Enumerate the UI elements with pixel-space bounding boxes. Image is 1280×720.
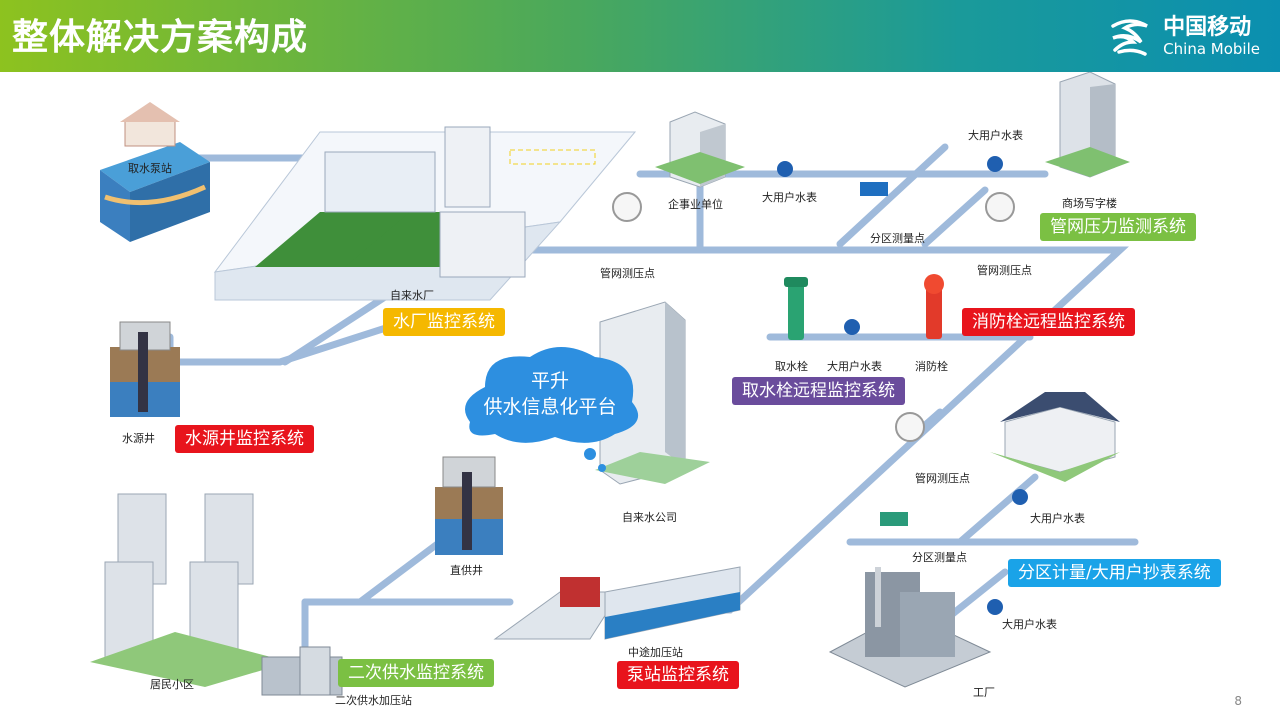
cloud-line1: 平升 — [530, 370, 569, 392]
enterprise-building — [655, 111, 745, 188]
label-meter-d: 大用户水表 — [1030, 512, 1085, 525]
label-source-well: 水源井 — [122, 432, 155, 445]
label-enterprise: 企事业单位 — [668, 198, 723, 211]
brand-name-en: China Mobile — [1163, 40, 1260, 58]
pipe-network — [90, 72, 1139, 696]
label-secondary-station: 二次供水加压站 — [335, 694, 412, 707]
system-zone-metering: 分区计量/大用户抄表系统 — [1008, 559, 1221, 587]
header-bar: 整体解决方案构成 中国移动 China Mobile — [0, 0, 1280, 72]
page-title: 整体解决方案构成 — [12, 17, 309, 58]
label-zone-point-b: 分区测量点 — [912, 551, 967, 564]
label-meter-c: 大用户水表 — [827, 360, 882, 373]
label-pressure-a: 管网测压点 — [600, 267, 655, 280]
system-water-plant: 水厂监控系统 — [383, 308, 505, 336]
water-plant-illustration — [213, 126, 637, 301]
label-meter-b: 大用户水表 — [968, 129, 1023, 142]
label-water-company: 自来水公司 — [622, 511, 677, 524]
platform-cloud — [465, 347, 639, 472]
hydrant-illustrations — [784, 274, 944, 340]
label-residential: 居民小区 — [150, 678, 194, 691]
page-number: 8 — [1234, 694, 1242, 708]
diagram-stage: 取水泵站 自来水厂 水源井 企事业单位 大用户水表 分区测量点 管网测压点 大用… — [0, 72, 1280, 720]
source-well-illustration — [110, 321, 180, 417]
intake-station-illustration — [100, 102, 210, 242]
label-pressure-c: 管网测压点 — [915, 472, 970, 485]
label-hydrant-take: 取水栓 — [775, 360, 808, 373]
label-factory: 工厂 — [973, 686, 995, 699]
system-fire-hydrant: 消防栓远程监控系统 — [962, 308, 1135, 336]
label-zone-point-a: 分区测量点 — [870, 232, 925, 245]
label-office: 商场写字楼 — [1062, 197, 1117, 210]
residential-buildings — [90, 493, 290, 687]
label-pressure-b: 管网测压点 — [977, 264, 1032, 277]
label-fire-hydrant: 消防栓 — [915, 360, 948, 373]
direct-well-illustration — [435, 456, 503, 555]
china-mobile-logo-icon — [1111, 19, 1149, 56]
meters-and-gauges — [612, 156, 1028, 615]
system-pump-station: 泵站监控系统 — [617, 661, 739, 689]
label-meter-a: 大用户水表 — [762, 191, 817, 204]
system-source-well: 水源井监控系统 — [175, 425, 314, 453]
secondary-station-illustration — [261, 646, 343, 696]
booster-station-illustration — [493, 566, 741, 640]
system-secondary-supply: 二次供水监控系统 — [338, 659, 494, 687]
manor-building — [990, 392, 1120, 482]
brand: 中国移动 China Mobile — [1105, 12, 1260, 62]
water-company-building — [595, 301, 710, 485]
cloud-line2: 供水信息化平台 — [483, 396, 617, 418]
system-pipe-pressure: 管网压力监测系统 — [1040, 213, 1196, 241]
system-take-hydrant: 取水栓远程监控系统 — [732, 377, 905, 405]
label-intake-station: 取水泵站 — [128, 162, 172, 175]
platform-cloud-text: 平升 供水信息化平台 — [470, 368, 630, 420]
label-water-plant: 自来水厂 — [390, 289, 434, 302]
factory-illustration — [828, 567, 992, 688]
label-meter-e: 大用户水表 — [1002, 618, 1057, 631]
office-building — [1045, 72, 1130, 178]
label-booster-station: 中途加压站 — [628, 646, 683, 659]
label-direct-well: 直供井 — [450, 564, 483, 577]
brand-name-cn: 中国移动 — [1163, 15, 1252, 40]
